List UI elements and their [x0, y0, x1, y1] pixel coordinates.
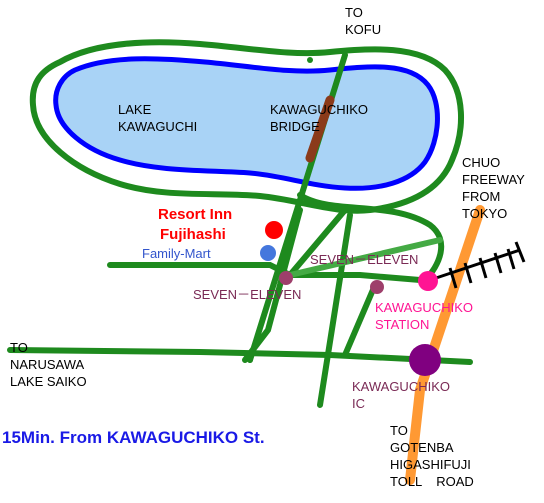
road-fujihashi-south [242, 207, 303, 363]
resort-inn-marker [265, 221, 283, 239]
label-chuo-freeway: CHUO FREEWAY FROM TOKYO [462, 155, 525, 221]
road-to-station [287, 207, 348, 278]
label-to-gotenba: TO GOTENBA HIGASHIFUJI TOLL ROAD [390, 423, 474, 489]
railway [429, 241, 526, 289]
road-narusawa [7, 347, 473, 365]
road-east-loop [297, 192, 445, 283]
label-seven-eleven-east: SEVEN－ELEVEN [310, 252, 419, 267]
label-to-narusawa: TO NARUSAWA LAKE SAIKO [10, 340, 87, 389]
label-to-kofu: TO KOFU [345, 5, 382, 37]
lake-kawaguchi [53, 56, 440, 191]
kawaguchiko-ic-marker [409, 344, 441, 376]
family-mart-marker [260, 245, 276, 261]
kawaguchiko-bridge [305, 95, 335, 163]
road-ic-north [317, 212, 353, 408]
road-station-diag [342, 282, 378, 358]
label-family-mart: Family-Mart [142, 246, 211, 261]
label-fujihashi: Fujihashi [160, 226, 226, 243]
label-bridge: KAWAGUCHIKO BRIDGE [270, 102, 368, 134]
label-lake: LAKE KAWAGUCHI [118, 102, 198, 134]
label-resort-inn: Resort Inn [158, 206, 233, 223]
road-seven-eleven [287, 237, 443, 278]
label-ic: KAWAGUCHIKO IC [352, 379, 450, 411]
lake-ring-road [29, 39, 465, 214]
label-station: KAWAGUCHIKO STATION [375, 300, 473, 332]
label-seven-eleven-west: SEVEN－ELEVEN [193, 287, 302, 302]
tagline: 15Min. From KAWAGUCHIKO St. [2, 428, 265, 447]
kawaguchiko-station-marker [418, 271, 438, 291]
seven-eleven-east-marker [370, 280, 384, 294]
seven-eleven-west-marker [279, 271, 293, 285]
